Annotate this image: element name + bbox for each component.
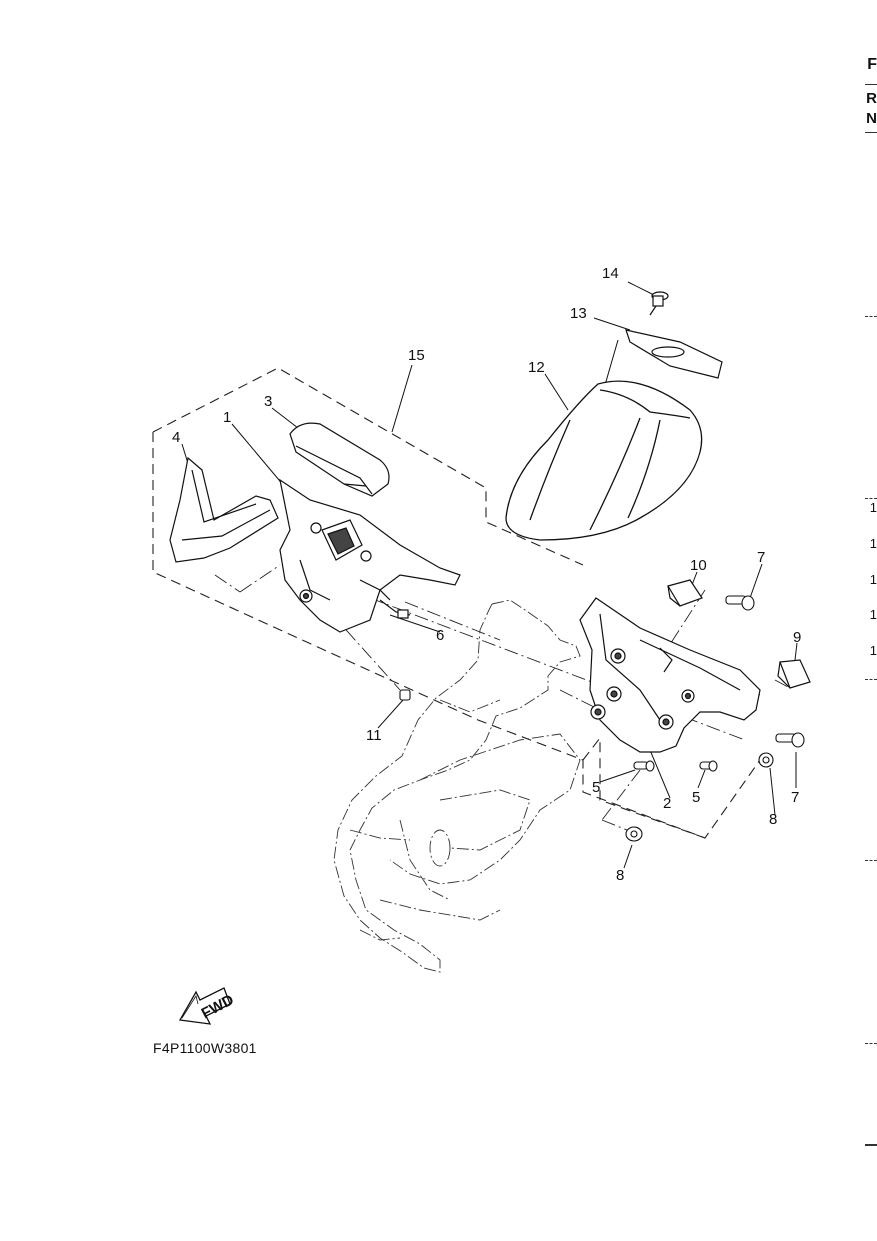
edge-rule <box>865 84 877 85</box>
part-2-inner-panel <box>579 597 761 753</box>
fwd-arrow-icon: FWD <box>178 987 237 1025</box>
callout-3: 3 <box>264 393 272 410</box>
bolt-11 <box>399 689 411 701</box>
callout-9: 9 <box>793 629 801 646</box>
callout-10: 10 <box>690 557 707 574</box>
callout-4: 4 <box>172 429 180 446</box>
callout-8-bottom: 8 <box>616 867 624 884</box>
bolt-7-right <box>775 732 805 748</box>
callout-1: 1 <box>223 409 231 426</box>
assembly-boundary-15 <box>152 367 761 839</box>
callout-2: 2 <box>663 795 671 812</box>
edge-number: 1 <box>869 572 877 587</box>
edge-number: 1 <box>869 536 877 551</box>
callout-11: 11 <box>366 727 382 744</box>
callout-8-right: 8 <box>769 811 777 828</box>
part-1-inner-cover <box>279 478 461 633</box>
callout-15: 15 <box>408 347 425 364</box>
edge-letter-r: R <box>866 90 877 107</box>
edge-rule <box>865 132 877 133</box>
part-3-cover <box>289 422 390 497</box>
callout-14: 14 <box>602 265 619 282</box>
callout-13: 13 <box>570 305 587 322</box>
edge-rule <box>865 1144 877 1146</box>
edge-dash <box>865 316 877 317</box>
edge-dash <box>865 498 877 499</box>
edge-dash <box>865 860 877 861</box>
leader-lines <box>181 281 798 869</box>
callout-5-left: 5 <box>592 779 600 796</box>
part-10-clip <box>667 579 703 607</box>
bolt-8-right <box>758 752 774 768</box>
edge-letter-n: N <box>866 110 877 127</box>
part-14-screw <box>649 291 669 316</box>
callout-6: 6 <box>436 627 444 644</box>
bolt-8-bottom <box>625 826 643 842</box>
callout-5-right: 5 <box>692 789 700 806</box>
edge-number: 1 <box>869 500 877 515</box>
bolt-7-top <box>725 595 755 611</box>
edge-number: 1 <box>869 607 877 622</box>
part-13-gasket <box>625 329 723 379</box>
part-4-panel <box>169 456 279 563</box>
diagram-code: F4P1100W3801 <box>153 1040 257 1056</box>
callout-labels: 1 2 3 4 5 5 6 7 7 8 8 9 10 11 12 13 14 1… <box>172 265 801 884</box>
edge-number: 1 <box>869 643 877 658</box>
frame-reference <box>333 599 581 973</box>
bolts <box>399 595 805 842</box>
part-9-clip <box>777 659 811 689</box>
callout-7-top: 7 <box>757 549 765 566</box>
edge-letter-f: F <box>867 56 877 73</box>
bolt-5-left <box>633 760 655 772</box>
callout-7-right: 7 <box>791 789 799 806</box>
edge-dash <box>865 1043 877 1044</box>
edge-dash <box>865 679 877 680</box>
part-12-screen <box>505 380 703 541</box>
callout-12: 12 <box>528 359 545 376</box>
bolt-5-right <box>699 760 718 772</box>
